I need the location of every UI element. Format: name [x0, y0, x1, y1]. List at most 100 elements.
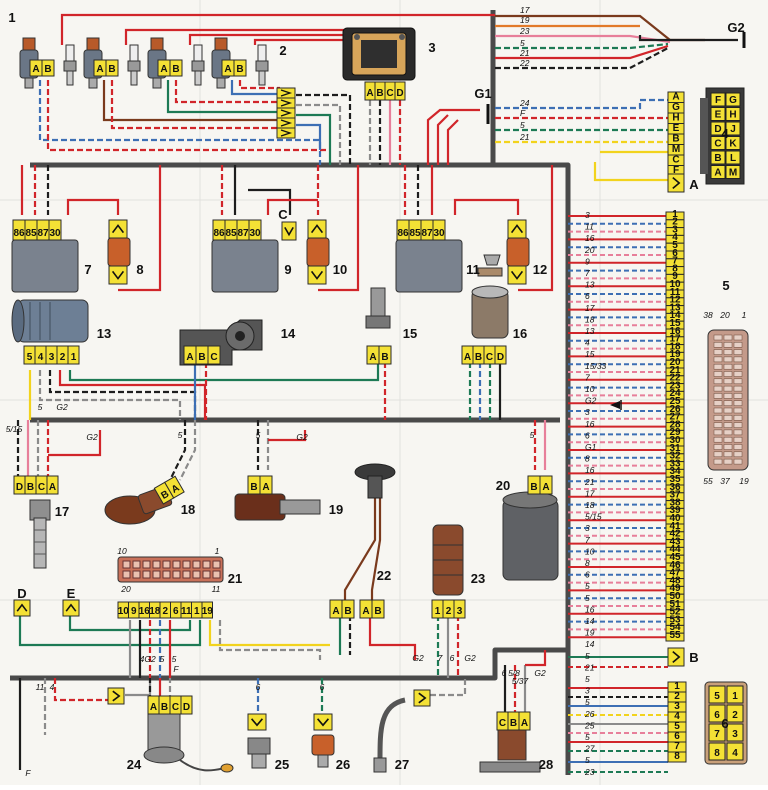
connector-pin-label: 7 — [674, 741, 680, 752]
connector-pin-label: B — [344, 606, 351, 617]
wire-label: 11 — [36, 682, 45, 692]
connector-pin-label: B — [374, 606, 381, 617]
wire-label: 10 — [585, 384, 595, 394]
connector-pin-label: 16 — [139, 606, 151, 617]
connector-pin-label: 23 — [669, 380, 681, 391]
connector-A — [667, 173, 685, 193]
connector-B — [667, 647, 685, 667]
wire-label: 7 — [438, 653, 443, 663]
connector-pin-label: D — [497, 352, 504, 363]
connector-pin-label: 87 — [421, 228, 433, 239]
wire-label: 5 — [256, 430, 261, 440]
connector-pin-label: B — [672, 134, 679, 145]
wire-label: 27 — [584, 744, 595, 754]
connector-6-face-pin: 3 — [732, 729, 738, 740]
wire-label: 5 — [585, 581, 590, 591]
connector-pin-label: 32 — [669, 451, 681, 462]
sensor-25-connector — [247, 713, 267, 731]
connector-pin-label: 43 — [669, 536, 681, 547]
connector-pin-label: A — [49, 482, 56, 493]
connector-pin-label: F — [673, 165, 679, 176]
connector-pin-label: A — [170, 483, 182, 496]
connector-pin-label: 6 — [173, 606, 179, 617]
component-number-15: 15 — [403, 326, 417, 341]
connector-pin-label: 50 — [669, 591, 681, 602]
component-number-3: 3 — [428, 40, 435, 55]
connector-pin-label: 51 — [669, 599, 681, 610]
wire-label: 6 — [585, 430, 590, 440]
wire-label: 4 — [50, 682, 55, 692]
connector-pin-label: A — [186, 352, 193, 363]
connector-pin-label: 86 — [13, 228, 25, 239]
connector-pin-label: 46 — [669, 560, 681, 571]
connector-pin-label: 17 — [669, 334, 681, 345]
connector-pin — [180, 695, 193, 715]
wire-label: 23 — [584, 767, 595, 777]
connector-pin-label: C — [210, 352, 217, 363]
wire-label: 21 — [584, 662, 595, 672]
connector-pin-label: 8 — [672, 263, 678, 274]
wire-label: 6 — [585, 291, 590, 301]
wire-label: 14 — [585, 616, 595, 626]
wire-label: 9 — [585, 256, 590, 266]
connector-pin-label: A — [32, 64, 39, 75]
mass-air-flow-sensor — [11, 299, 89, 343]
connector-pin-label: A — [224, 64, 231, 75]
connector-4-face-pin: D — [714, 124, 721, 135]
connector-pin-label: 9 — [131, 606, 137, 617]
connector-pin-label: C — [499, 718, 506, 729]
wire-label: 22 — [519, 58, 530, 68]
wire-label: 18 — [585, 314, 595, 324]
connector-4-face-pin: H — [729, 110, 736, 121]
component-number-9: 9 — [284, 262, 291, 277]
connector-pin — [665, 632, 685, 642]
connector-pin-label: C — [172, 702, 179, 713]
connector-pin-label: 19 — [669, 349, 681, 360]
connector-4-face-pin: C — [714, 139, 721, 150]
connector-4-face-pin: M — [729, 168, 737, 179]
oil-pressure-sensor-23 — [432, 524, 464, 596]
connector-6-face-pin: 4 — [732, 748, 738, 759]
idle-air-control-valve — [471, 254, 509, 339]
wire-label: 20 — [584, 245, 595, 255]
wire-label: 5/15 — [6, 424, 23, 434]
wire-label: G2 — [534, 668, 546, 678]
connector-5-face-label: 37 — [720, 476, 730, 486]
fuse-10-bottom — [307, 265, 327, 285]
connector-pin-label: 29 — [669, 427, 681, 438]
sensor-27 — [373, 697, 406, 773]
connector-pin-label: 15 — [669, 318, 681, 329]
connector-21-face-label: 10 — [117, 546, 127, 556]
connector-pin-label: C — [672, 155, 679, 166]
connector-pin-label: 12 — [669, 295, 681, 306]
connector-pin-label: A — [369, 352, 376, 363]
connector-D — [13, 599, 31, 617]
wire-label: 7 — [585, 268, 590, 278]
component-number-20: 20 — [496, 478, 510, 493]
connector-pin-label: B — [530, 482, 537, 493]
component-number-7: 7 — [84, 262, 91, 277]
connector-pin-label: A — [332, 606, 339, 617]
connector-pin-label: A — [96, 64, 103, 75]
wire-label: 5 — [520, 38, 525, 48]
connector-pin-label: 55 — [669, 630, 681, 641]
connector-pin-label: 19 — [202, 606, 214, 617]
wire-label: 6 — [585, 570, 590, 580]
connector-4-face-pin: K — [729, 139, 737, 150]
connector-pin-label: 16 — [669, 326, 681, 337]
knock-sensor-connector: BA — [153, 475, 185, 505]
wire-label: 17 — [585, 303, 595, 313]
connector-pin-label: 2 — [162, 606, 168, 617]
connector-pin — [67, 345, 80, 365]
connector-pin — [276, 117, 296, 129]
connector-pin — [259, 475, 273, 495]
connector-pin — [494, 345, 507, 365]
